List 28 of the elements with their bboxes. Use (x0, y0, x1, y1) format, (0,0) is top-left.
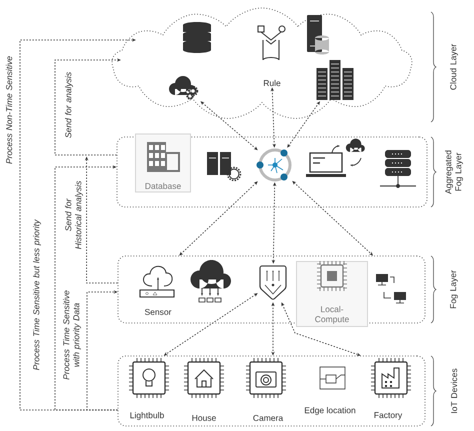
layer-box (118, 256, 426, 324)
layer-box (118, 356, 426, 426)
device-label: Lightbulb (130, 412, 164, 420)
cloud-outline (112, 8, 412, 119)
edge-label: Process Time Sensitive but less priority (33, 219, 41, 370)
hub-icon (256, 148, 292, 182)
edge-label: Process Non-Time Sensitive (6, 56, 12, 164)
cloud-gear-icon (169, 76, 198, 100)
device-label: Rule (264, 80, 280, 86)
arrow (86, 290, 118, 410)
layer-label: IoT Devices (450, 368, 458, 413)
server-rack-icon (316, 60, 354, 100)
device-label: Edge location (304, 407, 356, 415)
layer-label: Fog Layer (450, 270, 458, 308)
arrow (54, 165, 118, 410)
device-label: House (192, 415, 216, 421)
chip-tile: Local-Compute (296, 260, 368, 327)
layer-label: Cloud Layer (450, 44, 458, 90)
gateway-icon (259, 265, 287, 300)
edge-label: Send for analysis (65, 72, 73, 138)
edge-label: Send for Historical analysis (65, 180, 83, 249)
edge-label: Process Time Sensitive with priority Data (63, 290, 81, 380)
chip-tile: Database (135, 134, 191, 192)
device-label: Camera (253, 415, 284, 421)
device-label: Sensor (144, 309, 172, 315)
layer-box (116, 136, 428, 208)
device-label: Factory (374, 412, 402, 420)
layer-label: Aggregated Fog Layer (445, 150, 463, 194)
